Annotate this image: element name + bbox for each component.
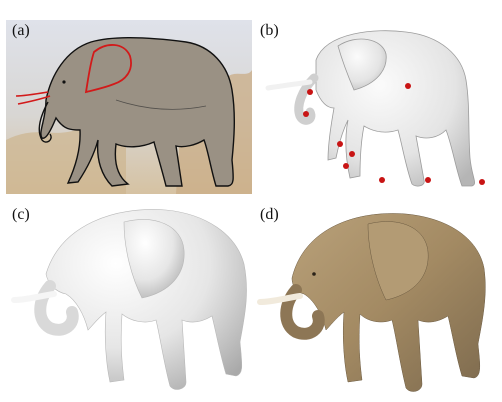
panel-c-image [11, 209, 247, 390]
textured-trunk [280, 284, 325, 340]
marker [307, 89, 313, 95]
panel-d-image [257, 213, 486, 392]
marker [405, 83, 411, 89]
shaded-ear [123, 219, 185, 299]
textured-ear [367, 221, 429, 301]
tusk-outline [15, 91, 51, 105]
marker [337, 141, 343, 147]
eye [62, 80, 66, 84]
panel-b-image [265, 30, 485, 187]
marker [343, 163, 349, 169]
marker [479, 179, 485, 185]
model-tusk [265, 79, 313, 91]
marker [379, 177, 385, 183]
textured-body [291, 213, 486, 392]
panel-label-b: (b) [260, 22, 279, 39]
marker [425, 177, 431, 183]
shaded-trunk [34, 280, 79, 336]
marker [349, 151, 355, 157]
panel-a-image [6, 20, 252, 194]
panel-c: (c) [6, 204, 252, 400]
shaded-body [45, 209, 247, 390]
marker-group [303, 83, 485, 185]
panel-a: (a) [6, 20, 252, 194]
model-body [315, 30, 475, 187]
model-ear [337, 38, 387, 91]
panel-label-a: (a) [12, 22, 30, 39]
marker [303, 111, 309, 117]
eye [312, 272, 316, 276]
panel-label-d: (d) [260, 206, 279, 223]
model-trunk [294, 73, 319, 125]
panel-b: (b) [256, 20, 496, 198]
shaded-tusk [11, 291, 57, 303]
panel-label-c: (c) [12, 206, 30, 223]
contour-line [115, 99, 207, 110]
ear-outline [84, 44, 132, 94]
panel-d: (d) [256, 204, 496, 400]
textured-tusk [257, 293, 303, 305]
trunk-outline [38, 101, 52, 143]
